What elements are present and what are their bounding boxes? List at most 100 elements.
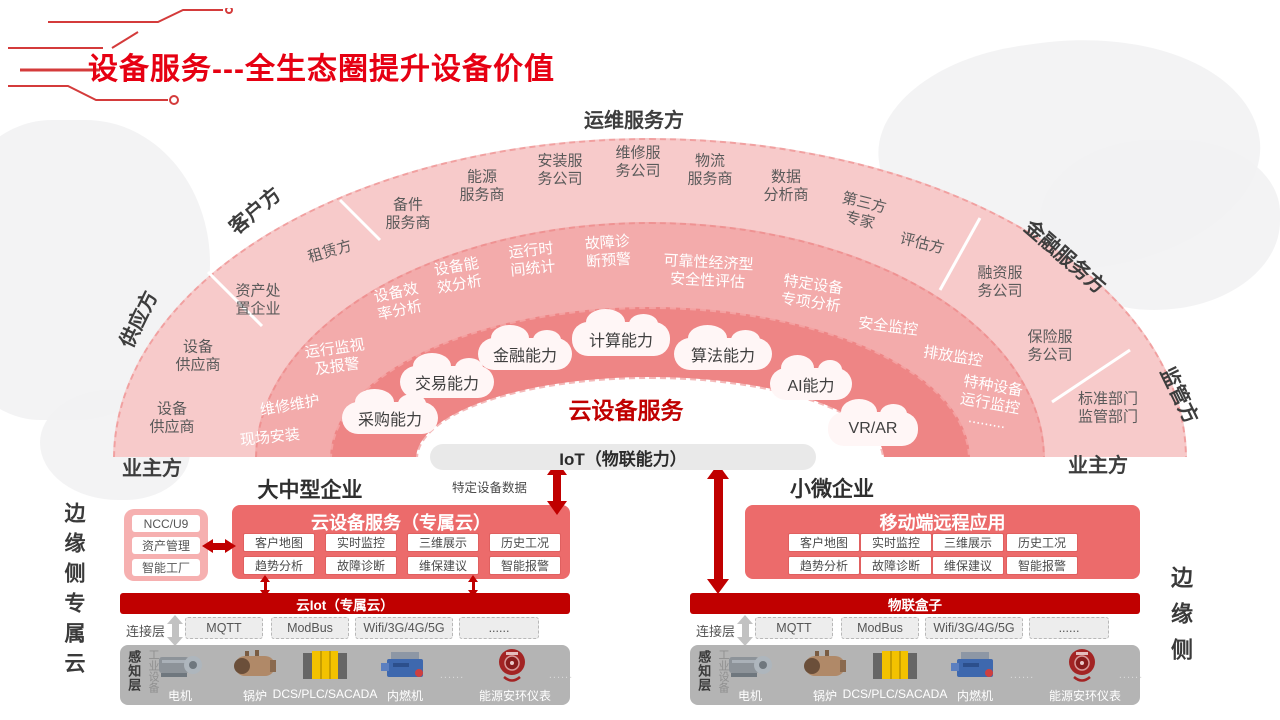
boiler-icon (804, 650, 846, 676)
gray-connect-arrow (172, 622, 179, 638)
perception-layer-label: 感知层 (126, 650, 142, 692)
left-panel-heading: 大中型企业 (257, 479, 363, 502)
arrowhead-down (547, 501, 567, 515)
arrowhead-up (737, 615, 753, 624)
feature-chip: 三维展示 (407, 533, 479, 552)
outer-segment: 物流 服务商 (687, 152, 733, 187)
arrowhead-up (468, 575, 478, 582)
middle-segment: 故障诊 断预警 (584, 232, 632, 271)
protocol-chip: ...... (459, 617, 539, 639)
sector-label-owner-right: 业主方 (1068, 455, 1128, 478)
device-label: 能源安环仪表 (1048, 689, 1122, 703)
center-title: 云设备服务 (568, 397, 684, 424)
feature-chip: 维保建议 (932, 556, 1004, 575)
perception-layer-panel: 感知层 工业设备 电机 锅炉 DCS/PLC/SACADA 内燃机 ......… (120, 645, 572, 705)
arrow-iot-to-rightbar (714, 478, 723, 580)
gray-connect-arrow (742, 622, 749, 638)
arrowhead-down (468, 590, 478, 597)
feature-chip: 历史工况 (1006, 533, 1078, 552)
ellipsis: ...... (1009, 669, 1035, 681)
feature-chip: 趋势分析 (243, 556, 315, 575)
cloud-label: 计算能力 (588, 333, 653, 350)
arrow-systems-to-box (212, 543, 226, 550)
feature-chip: 历史工况 (489, 533, 561, 552)
arrowhead-left (202, 539, 213, 553)
ellipsis: ...... (439, 669, 465, 681)
feature-chip: 智能报警 (489, 556, 561, 575)
device-label: 内燃机 (956, 689, 994, 703)
feature-chip: 实时监控 (860, 533, 932, 552)
connect-layer-label: 连接层 (696, 624, 736, 639)
dcs-cabinet-icon (873, 651, 917, 679)
engine-icon (381, 652, 423, 677)
arrow-box-to-cloudbar (472, 581, 475, 591)
arrow-iot-to-leftbox (553, 474, 561, 502)
capability-cloud: VR/AR (828, 399, 918, 446)
ecosystem-arc: 设备 供应商 设备 供应商 资产处 置企业 租赁方 备件 服务商 能源 服务商 … (0, 0, 1280, 457)
arrowhead-down (707, 579, 729, 594)
capability-cloud: 交易能力 (400, 353, 494, 398)
feature-chip: 三维展示 (932, 533, 1004, 552)
boiler-icon (234, 650, 276, 676)
sector-label-ops: 运维服务方 (584, 110, 684, 133)
middle-segment: 特种设备 运行监控 ......... (959, 372, 1025, 433)
capability-cloud: 采购能力 (342, 389, 438, 434)
outer-segment: 融资服 务公司 (977, 264, 1023, 299)
feature-chip: 维保建议 (407, 556, 479, 575)
middle-segment: 运行时 间统计 (507, 240, 557, 280)
engine-icon (951, 652, 993, 677)
cloud-label: 算法能力 (690, 348, 755, 365)
cloud-label: 采购能力 (357, 412, 422, 429)
cloud-label: 交易能力 (414, 376, 479, 393)
cloud-label: AI能力 (787, 378, 835, 395)
arrow-box-to-cloudbar (264, 581, 267, 591)
outer-segment: 保险服 务公司 (1027, 328, 1073, 363)
outer-segment: 标准部门 监管部门 (1077, 390, 1139, 425)
specific-device-data-label: 特定设备数据 (452, 481, 528, 495)
protocol-chip: ModBus (271, 617, 349, 639)
safety-meter-icon (1069, 649, 1095, 682)
arrowhead-up (167, 615, 183, 624)
device-label: 能源安环仪表 (478, 689, 552, 703)
protocol-chip: ...... (1029, 617, 1109, 639)
box-title: 移动端远程应用 (879, 513, 1006, 533)
protocol-chip: MQTT (755, 617, 833, 639)
device-label: 锅炉 (242, 689, 268, 703)
capability-cloud: 计算能力 (572, 309, 670, 356)
iot-box-bar: 物联盒子 (690, 593, 1140, 614)
perception-layer-panel: 感知层 工业设备 电机 锅炉 DCS/PLC/SACADA 内燃机 ......… (690, 645, 1144, 705)
device-label: 内燃机 (386, 689, 424, 703)
outer-segment: 资产处 置企业 (235, 282, 281, 317)
feature-chip: 趋势分析 (788, 556, 860, 575)
arrowhead-up (260, 575, 270, 582)
outer-segment: 数据 分析商 (763, 168, 809, 203)
device-label: 锅炉 (812, 689, 838, 703)
outer-segment: 维修服 务公司 (615, 144, 661, 179)
ellipsis: ...... (1118, 669, 1144, 681)
device-label: DCS/PLC/SACADA (272, 687, 378, 701)
feature-chip: 智能报警 (1006, 556, 1078, 575)
feature-chip: 故障诊断 (325, 556, 397, 575)
arrowhead-down (737, 637, 753, 646)
protocol-chip: Wifi/3G/4G/5G (355, 617, 453, 639)
system-chip: 智能工厂 (132, 559, 200, 576)
cloud-iot-bar: 云Iot（专属云） (120, 593, 570, 614)
sector-label-owner-left: 业主方 (122, 458, 182, 481)
industry-equipment-label: 工业设备 (717, 649, 729, 693)
outer-segment: 设备 供应商 (149, 400, 195, 435)
sector-divider-lines (0, 0, 1280, 457)
protocol-chip: ModBus (841, 617, 919, 639)
feature-chip: 客户地图 (243, 533, 315, 552)
system-chip: NCC/U9 (132, 515, 200, 532)
industry-equipment-label: 工业设备 (147, 649, 159, 693)
capability-cloud: AI能力 (770, 355, 852, 400)
outer-segment: 安装服 务公司 (537, 152, 583, 187)
outer-segment: 备件 服务商 (385, 196, 431, 231)
arrowhead-right (225, 539, 236, 553)
capability-cloud: 算法能力 (674, 325, 772, 370)
iot-capability-bar: IoT（物联能力） (430, 444, 816, 470)
arrowhead-down (260, 590, 270, 597)
device-label: DCS/PLC/SACADA (842, 687, 948, 701)
arrowhead-down (167, 637, 183, 646)
